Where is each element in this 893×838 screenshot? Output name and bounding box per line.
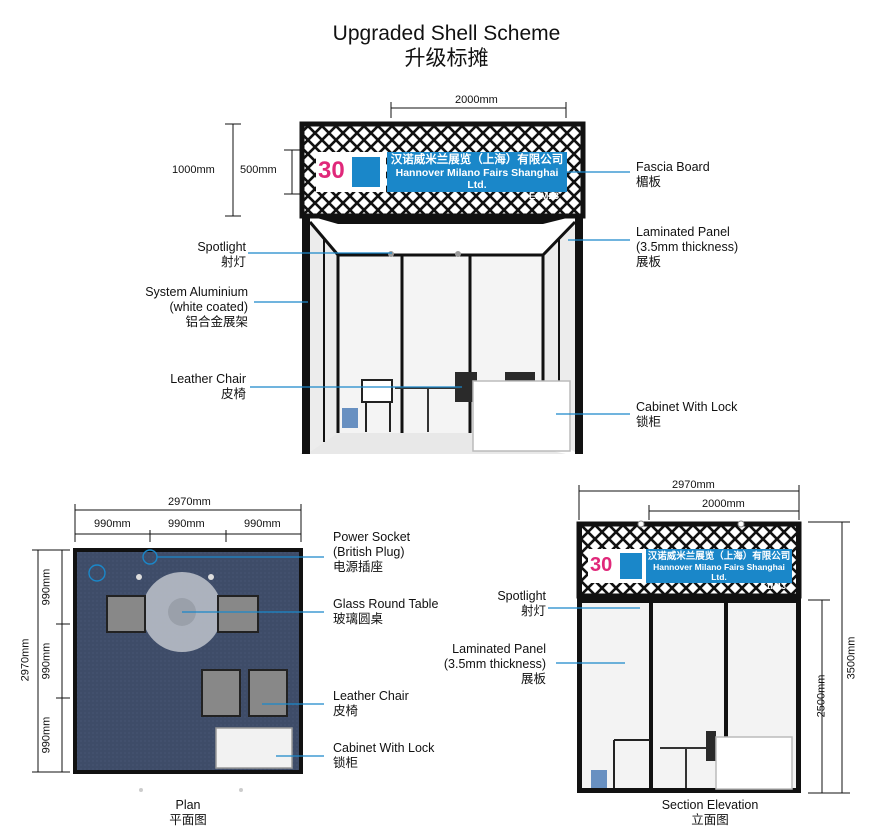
label-aluminium: System Aluminium(white coated)铝合金展架: [145, 285, 248, 329]
section-fascia-band: 汉诺威米兰展览（上海）有限公司 Hannover Milano Fairs Sh…: [646, 549, 792, 591]
plan-dim-seg3: 990mm: [244, 518, 281, 530]
front-dim-width: 2000mm: [455, 94, 498, 106]
plan-chair-a: [201, 669, 241, 717]
plan-dim-seg1: 990mm: [94, 518, 131, 530]
fascia-cn: 汉诺威米兰展览（上海）有限公司: [647, 551, 791, 562]
plan-dim-side-total: 2970mm: [19, 638, 32, 682]
front-cabinet: [472, 380, 571, 452]
section-fascia-logo: 30: [588, 549, 646, 583]
front-chair-left: [361, 379, 393, 403]
plan-dim-side-seg3: 990mm: [40, 716, 53, 754]
plan-view: [32, 504, 324, 792]
section-dim-height: 3500mm: [845, 636, 858, 680]
diagram-subtitle: 升级标摊: [404, 47, 489, 70]
section-dim-wall: 2500mm: [815, 674, 828, 718]
front-right-post: [575, 124, 583, 454]
plan-chair-right: [217, 595, 259, 633]
plan-cabinet: [215, 727, 293, 769]
plan-dim-seg2: 990mm: [168, 518, 205, 530]
fascia-en: Hannover Milano Fairs Shanghai Ltd.: [395, 167, 559, 191]
front-left-post: [302, 124, 310, 454]
front-dim-1000: 1000mm: [172, 164, 215, 176]
plan-dim-side-seg1: 990mm: [40, 568, 53, 606]
label-socket: Power Socket(British Plug)电源插座: [333, 530, 411, 574]
front-bin: [342, 408, 358, 428]
plan-chair-left: [106, 595, 146, 633]
front-dim-500: 500mm: [240, 164, 277, 176]
label-front-panel: Laminated Panel(3.5mm thickness)展板: [636, 225, 739, 269]
label-section-panel: Laminated Panel(3.5mm thickness)展板: [443, 642, 546, 686]
diagram-title: Upgraded Shell Scheme: [332, 22, 561, 45]
section-dim-inner: 2000mm: [702, 498, 745, 510]
fascia-code: E1M13: [760, 582, 786, 591]
fascia-cn: 汉诺威米兰展览（上海）有限公司: [390, 154, 564, 166]
logo-number: 30: [318, 157, 345, 184]
logo-square: [352, 157, 380, 187]
section-dim-total: 2970mm: [672, 479, 715, 491]
logo-number: 30: [590, 554, 613, 576]
front-chair-right: [455, 372, 477, 402]
plan-dim-side-seg2: 990mm: [40, 642, 53, 680]
fascia-code: E1M13: [528, 191, 559, 202]
fascia-en: Hannover Milano Fairs Shanghai Ltd.: [653, 562, 785, 582]
front-fascia-band: 汉诺威米兰展览（上海）有限公司 Hannover Milano Fairs Sh…: [387, 152, 567, 202]
plan-chair-b: [248, 669, 288, 717]
plan-dim-total: 2970mm: [168, 496, 211, 508]
logo-square: [620, 553, 642, 579]
section-view: [548, 485, 850, 794]
front-fascia-logo: 30: [316, 152, 386, 192]
